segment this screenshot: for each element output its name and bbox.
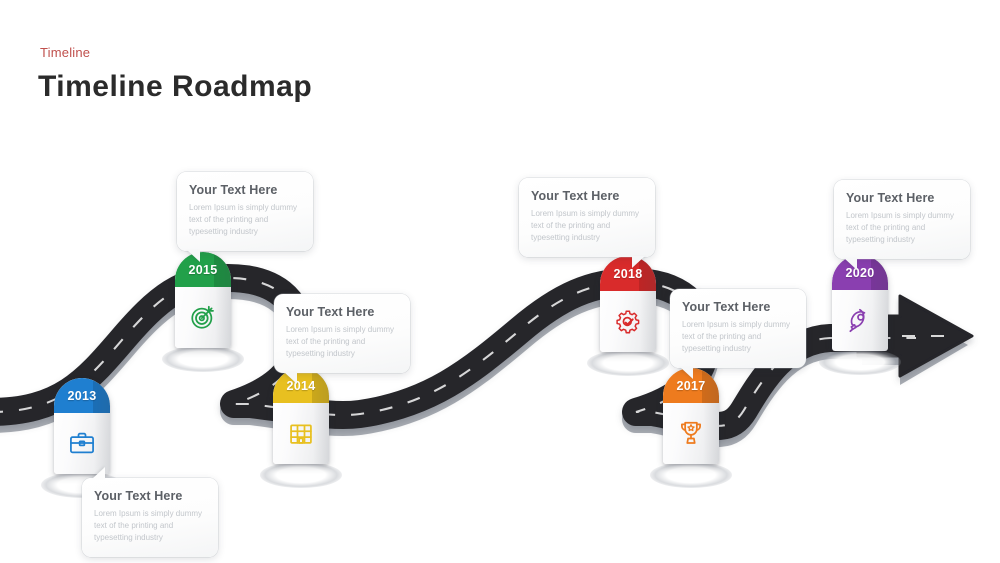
callout-tail bbox=[680, 367, 693, 380]
pin-year-label: 2014 bbox=[286, 379, 316, 393]
milestone-pin-2017[interactable]: 2017 bbox=[650, 368, 732, 488]
callout-heading: Your Text Here bbox=[846, 191, 935, 205]
callout-2020[interactable]: Your Text Here Lorem Ipsum is simply dum… bbox=[834, 180, 970, 271]
pin-year-label: 2015 bbox=[188, 263, 218, 277]
pin-cap bbox=[54, 378, 110, 413]
pin-cap bbox=[175, 252, 231, 287]
callout-body: Lorem Ipsum is simply dummy text of the … bbox=[846, 211, 955, 245]
pin-cap bbox=[832, 255, 888, 290]
callout-body: Lorem Ipsum is simply dummy text of the … bbox=[682, 320, 791, 354]
callout-body: Lorem Ipsum is simply dummy text of the … bbox=[94, 509, 203, 543]
road-surface bbox=[0, 264, 974, 440]
callout-2014[interactable]: Your Text Here Lorem Ipsum is simply dum… bbox=[274, 294, 410, 385]
callout-2017[interactable]: Your Text Here Lorem Ipsum is simply dum… bbox=[670, 289, 806, 380]
milestone-pin-2018[interactable]: 2018 bbox=[587, 256, 669, 376]
pin-body: 2020 bbox=[832, 255, 888, 351]
callout-tail bbox=[632, 256, 645, 269]
pin-body: 2017 bbox=[663, 368, 719, 464]
eyebrow-label: Timeline bbox=[40, 45, 91, 60]
milestone-pin-2014[interactable]: 2014 bbox=[260, 368, 342, 488]
callout-body: Lorem Ipsum is simply dummy text of the … bbox=[286, 325, 395, 359]
pin-year-label: 2013 bbox=[67, 389, 97, 403]
building-icon bbox=[273, 408, 329, 458]
rocket-icon bbox=[832, 295, 888, 345]
callout-body: Lorem Ipsum is simply dummy text of the … bbox=[531, 209, 640, 243]
page-title: Timeline Roadmap bbox=[38, 70, 313, 103]
pin-ground-shadow bbox=[650, 462, 732, 488]
pin-body: 2018 bbox=[600, 256, 656, 352]
milestone-pin-2020[interactable]: 2020 bbox=[819, 255, 901, 375]
pin-body: 2015 bbox=[175, 252, 231, 348]
pin-cap bbox=[600, 256, 656, 291]
trophy-icon bbox=[663, 408, 719, 458]
callout-heading: Your Text Here bbox=[682, 300, 771, 314]
callout-tail bbox=[284, 372, 297, 385]
pin-ground-shadow bbox=[587, 350, 669, 376]
callout-tail bbox=[187, 250, 200, 263]
gear-icon bbox=[600, 296, 656, 346]
callout-tail bbox=[844, 258, 857, 271]
callout-heading: Your Text Here bbox=[286, 305, 375, 319]
callout-tail bbox=[92, 467, 105, 479]
pin-ground-shadow bbox=[260, 462, 342, 488]
pin-ground-shadow bbox=[162, 346, 244, 372]
pin-body: 2014 bbox=[273, 368, 329, 464]
callout-heading: Your Text Here bbox=[531, 189, 620, 203]
target-icon bbox=[175, 292, 231, 342]
pin-body: 2013 bbox=[54, 378, 110, 474]
pin-ground-shadow bbox=[819, 349, 901, 375]
pin-year-label: 2020 bbox=[845, 266, 875, 280]
pin-year-label: 2018 bbox=[613, 267, 643, 281]
pin-cap bbox=[273, 368, 329, 403]
callout-body: Lorem Ipsum is simply dummy text of the … bbox=[189, 203, 298, 237]
briefcase-icon bbox=[54, 418, 110, 468]
callout-2013[interactable]: Your Text Here Lorem Ipsum is simply dum… bbox=[82, 467, 218, 558]
callout-heading: Your Text Here bbox=[189, 183, 278, 197]
callout-heading: Your Text Here bbox=[94, 489, 183, 503]
pin-year-label: 2017 bbox=[676, 379, 706, 393]
milestone-pin-2015[interactable]: 2015 bbox=[162, 252, 244, 372]
callout-2015[interactable]: Your Text Here Lorem Ipsum is simply dum… bbox=[177, 172, 313, 263]
callout-2018[interactable]: Your Text Here Lorem Ipsum is simply dum… bbox=[519, 178, 655, 269]
